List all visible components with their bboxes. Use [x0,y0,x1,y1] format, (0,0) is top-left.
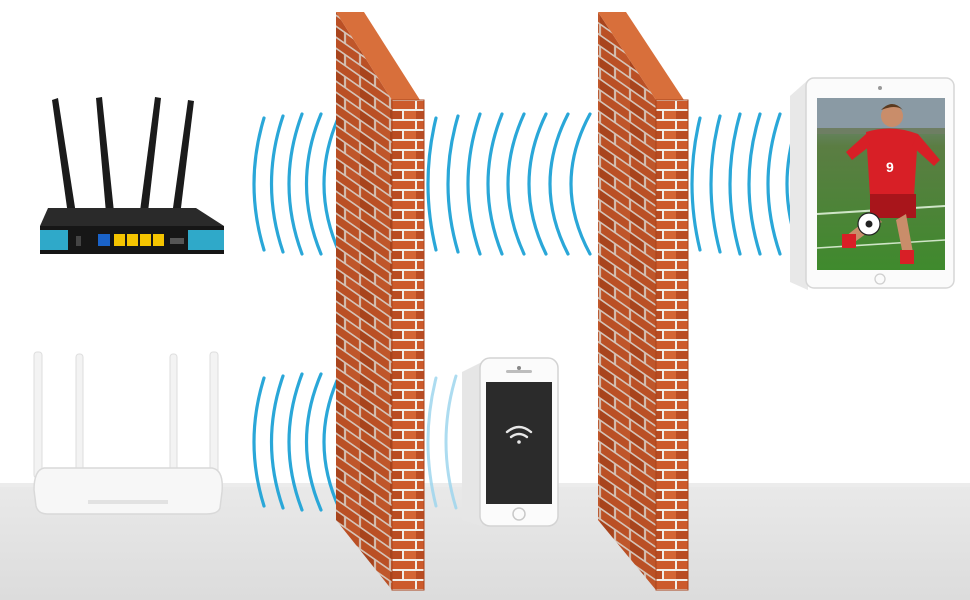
brick-wall-right [598,12,689,591]
white-router [33,351,224,515]
white-router-antennas [33,351,219,479]
signal-waves-top-middle [426,112,592,256]
router-antennas [52,97,194,216]
brick-wall-left [336,12,425,591]
tablet: 9 [790,77,955,290]
jersey-number: 9 [886,159,894,175]
signal-waves-bottom-left [252,372,342,512]
signal-waves-top-left [252,112,342,256]
tablet-screen-soccer-photo: 9 [817,98,945,264]
black-router [40,97,224,254]
smartphone [462,357,559,527]
wifi-icon [505,425,533,444]
router-lan-ports [114,234,164,246]
signal-waves-bottom-weak [426,374,458,510]
signal-waves-top-right [690,112,802,256]
